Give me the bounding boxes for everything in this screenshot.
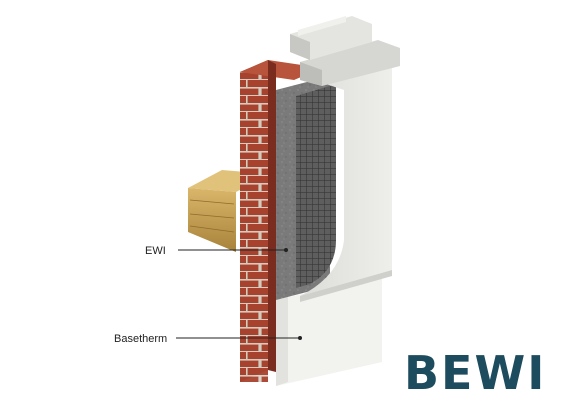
bewi-logo: BEWI (404, 346, 546, 400)
coping-stone (290, 16, 400, 86)
basetherm-leader-dot (298, 336, 302, 340)
basetherm-block (276, 276, 382, 386)
basetherm-label: Basetherm (114, 333, 167, 345)
bewi-logo-text: BEWI (404, 346, 546, 400)
ewi-label: EWI (145, 245, 166, 257)
ewi-leader-dot (284, 248, 288, 252)
render-finish (300, 62, 392, 302)
mesh-layer (296, 84, 336, 288)
callout-basetherm: Basetherm (114, 333, 302, 345)
callout-ewi: EWI (145, 245, 288, 257)
